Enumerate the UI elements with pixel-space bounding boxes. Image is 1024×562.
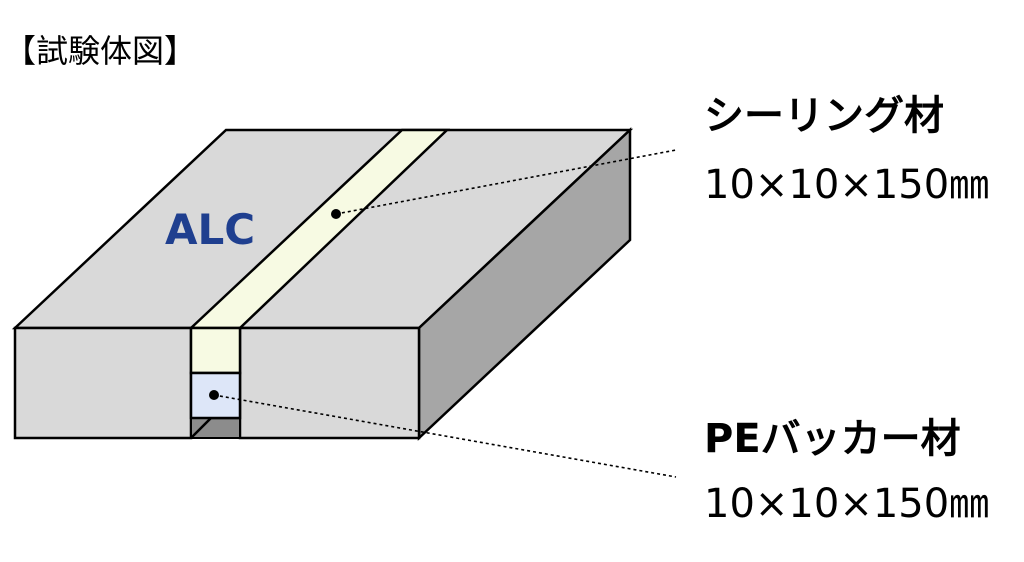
backer-callout-dimensions: 10×10×150㎜: [704, 481, 989, 527]
alc-label: ALC: [165, 205, 255, 254]
alc-front-face-right: [238, 326, 421, 440]
sealant-callout-name: シーリング材: [704, 93, 944, 139]
diagram-title: 【試験体図】: [4, 32, 196, 70]
backer-callout-name: PEバッカー材: [704, 416, 961, 462]
alc-front-face-left: [13, 326, 193, 440]
sealant-leader-line: [335, 149, 677, 215]
joint-gap-shadow: [190, 417, 241, 439]
backer-leader-line: [213, 394, 677, 478]
sealant-callout-dimensions: 10×10×150㎜: [704, 162, 989, 208]
sealant-front-section: [189, 326, 242, 375]
